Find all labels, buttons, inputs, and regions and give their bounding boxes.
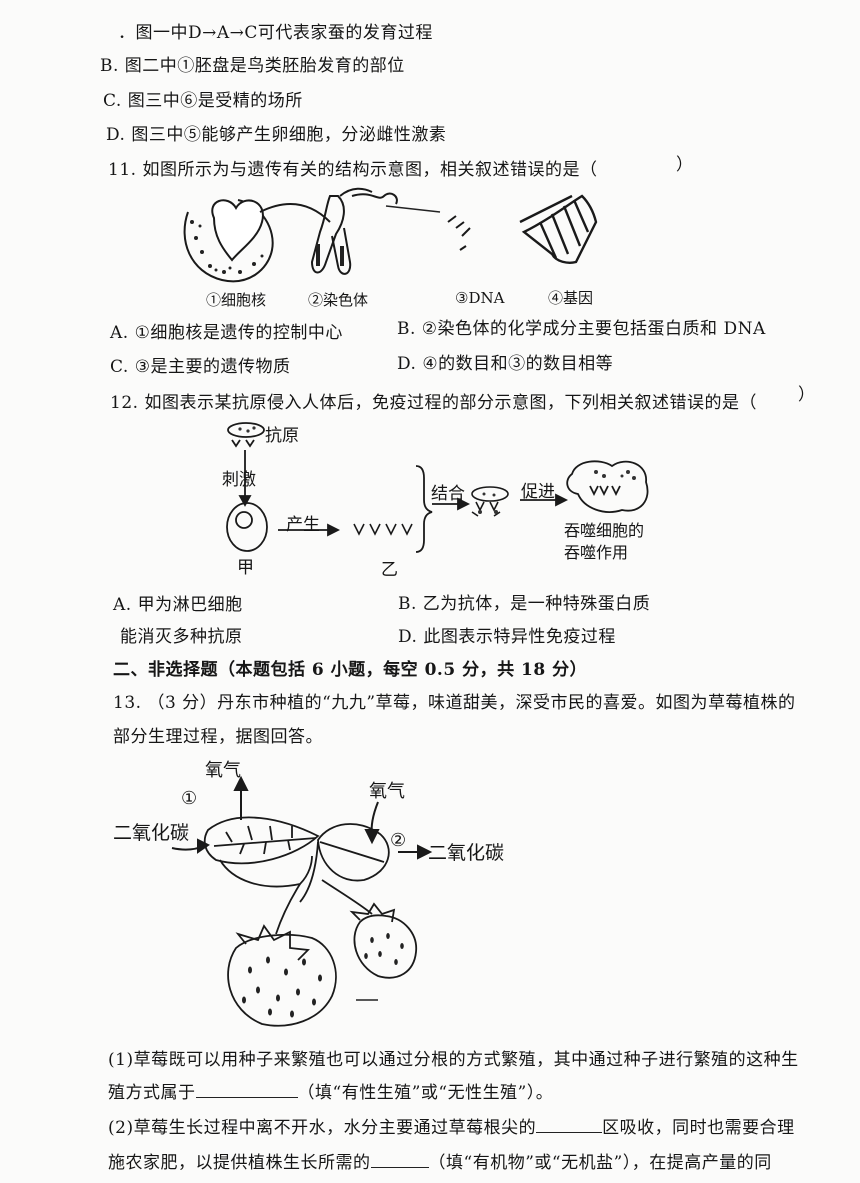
brace	[415, 465, 433, 553]
label-stimulate: 刺激	[222, 470, 256, 490]
label-promote: 促进	[521, 482, 555, 502]
section-2-heading: 二、非选择题（本题包括 6 小题，每空 0.5 分，共 18 分）	[113, 660, 588, 680]
gene-illustration	[519, 194, 598, 264]
q13-part2-line2: 施农家肥，以提供植株生长所需的 （填“有机物”或“无机盐”），在提高产量的同	[108, 1148, 772, 1173]
label-yi: 乙	[381, 560, 398, 580]
answer-blank-nutrient[interactable]	[370, 1166, 429, 1168]
antigen-icon	[227, 422, 265, 448]
q13-part1-prefix: 殖方式属于	[108, 1083, 196, 1103]
label-antigen: 抗原	[265, 426, 299, 446]
q11-option-d: D. ④的数目和③的数目相等	[397, 354, 614, 374]
label-co2-left: 二氧化碳	[113, 822, 190, 844]
q11-option-c: C. ③是主要的遗传物质	[110, 357, 291, 377]
label-oxygen-right: 氧气	[369, 781, 405, 802]
label-dna: ③DNA	[455, 289, 505, 307]
cell-illustration	[183, 199, 331, 283]
answer-blank-reproduction[interactable]	[195, 1096, 298, 1098]
q13-part3-suffix: （填“有机物”或“无机盐”），在提高产量的同	[428, 1153, 772, 1173]
strawberry-small	[349, 902, 417, 979]
q13-part2-prefix: (2)草莓生长过程中离不开水，水分主要通过草莓根尖的	[108, 1118, 537, 1138]
label-process-2: ②	[390, 830, 407, 851]
q13-part1-line2: 殖方式属于 （填“有性生殖”或“无性生殖”）。	[108, 1078, 553, 1103]
strawberry-large	[227, 924, 337, 1027]
q13-part3-prefix: 施农家肥，以提供植株生长所需的	[108, 1153, 371, 1173]
q13-part2-suffix: 区吸收，同时也需要合理	[602, 1118, 795, 1138]
label-combine: 结合	[431, 484, 465, 504]
q10-option-a: ．图一中D→A→C可代表家蚕的发育过程	[118, 23, 433, 43]
q12-option-c: 能消灭多种抗原	[120, 627, 243, 647]
label-phagocyte-line1: 吞噬细胞的	[564, 521, 645, 540]
q12-stem: 12. 如图表示某抗原侵入人体后，免疫过程的部分示意图，下列相关叙述错误的是（	[110, 393, 757, 413]
produce-arrow	[278, 523, 341, 537]
dna-illustration	[447, 215, 471, 251]
label-oxygen-left: 氧气	[205, 760, 241, 781]
antibodies-icon	[353, 523, 413, 536]
label-produce: 产生	[286, 515, 320, 535]
label-nucleus: ①细胞核	[206, 291, 267, 309]
phagocyte-cell	[566, 460, 649, 513]
q11-close-paren: ）	[676, 155, 694, 175]
label-jia: 甲	[237, 558, 254, 578]
q12-option-d: D. 此图表示特异性免疫过程	[398, 627, 616, 647]
q13-part1-line1: (1)草莓既可以用种子来繁殖也可以通过分根的方式繁殖，其中通过种子进行繁殖的这种…	[108, 1050, 799, 1070]
q13-part1-suffix: （填“有性生殖”或“无性生殖”）。	[297, 1083, 554, 1103]
q11-option-a: A. ①细胞核是遗传的控制中心	[110, 323, 343, 343]
q13-stem-line1: 13. （3 分）丹东市种植的“九九”草莓，味道甜美，深受市民的喜爱。如图为草莓…	[113, 693, 796, 713]
q12-close-paren: ）	[798, 385, 816, 405]
strawberry-leaves	[203, 816, 390, 903]
label-chromosome: ②染色体	[308, 291, 369, 309]
q11-stem: 11. 如图所示为与遗传有关的结构示意图，相关叙述错误的是（	[108, 160, 598, 180]
q13-stem-line2: 部分生理过程，据图回答。	[113, 727, 323, 747]
chromosome-illustration	[310, 187, 398, 275]
label-process-1: ①	[181, 788, 198, 809]
q10-option-b: B. 图二中①胚盘是鸟类胚胎发育的部位	[100, 56, 405, 76]
lymphocyte-cell	[226, 502, 268, 552]
label-gene: ④基因	[548, 289, 594, 307]
q12-option-b: B. 乙为抗体，是一种特殊蛋白质	[398, 594, 651, 614]
q13-part2-line1: (2)草莓生长过程中离不开水，水分主要通过草莓根尖的 区吸收，同时也需要合理	[108, 1113, 795, 1138]
q12-option-a: A. 甲为淋巴细胞	[113, 595, 243, 615]
label-co2-right: 二氧化碳	[428, 842, 505, 864]
answer-blank-root-zone[interactable]	[536, 1131, 603, 1133]
q10-option-d: D. 图三中⑤能够产生卵细胞，分泌雌性激素	[106, 125, 447, 145]
stimulate-arrow	[238, 450, 252, 507]
label-phagocyte-line2: 吞噬作用	[564, 543, 629, 562]
q11-option-b: B. ②染色体的化学成分主要包括蛋白质和 DNA	[397, 319, 766, 339]
q10-option-c: C. 图三中⑥是受精的场所	[103, 91, 303, 111]
